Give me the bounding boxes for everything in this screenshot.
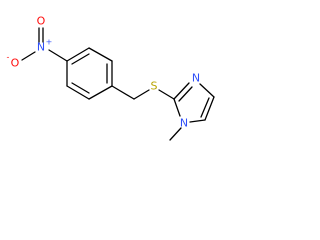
bond-n3-c4 xyxy=(199,83,215,98)
bond-ring-double-3 xyxy=(71,82,90,94)
bond-c2-n3-b xyxy=(178,86,193,102)
bond-n1-methyl xyxy=(169,127,182,141)
atom-oxygen-anion: O xyxy=(11,57,20,70)
bond-ring-to-nitro-n xyxy=(48,49,68,62)
bond-ring-1 xyxy=(66,47,90,62)
molecule-structure-diagram: O N + O - S N N xyxy=(7,15,215,141)
bond-s-to-c2 xyxy=(158,89,175,100)
atom-imidazole-n3: N xyxy=(192,72,200,85)
linker-bonds xyxy=(111,85,175,100)
bond-ring-5 xyxy=(66,85,90,100)
atom-nitro-nitrogen: N xyxy=(37,41,45,54)
bond-ring-to-ch2 xyxy=(111,85,135,100)
bond-c4-c5-b xyxy=(200,97,210,118)
bond-c5-n1 xyxy=(189,119,206,123)
nitro-group-bonds xyxy=(21,27,68,62)
atom-labels: O N + O - S N N xyxy=(7,15,201,130)
bond-c2-n3-a xyxy=(173,82,190,100)
atom-oxygen-top: O xyxy=(37,15,46,28)
atom-imidazole-n1: N xyxy=(180,117,188,130)
bond-c4-c5-a xyxy=(204,96,215,121)
bond-ring-2 xyxy=(88,47,113,62)
imidazole-ring xyxy=(169,82,215,141)
atom-sulfur: S xyxy=(151,80,158,93)
bond-n1-c2 xyxy=(173,98,181,117)
bond-n-o-single xyxy=(21,51,36,61)
benzene-ring xyxy=(66,47,113,100)
bond-ring-4 xyxy=(88,85,113,100)
bond-ch2-to-s xyxy=(133,89,150,100)
oxygen-anion-charge: - xyxy=(7,53,10,62)
nitro-nitrogen-charge: + xyxy=(46,38,53,47)
bond-ring-double-1 xyxy=(71,53,90,65)
